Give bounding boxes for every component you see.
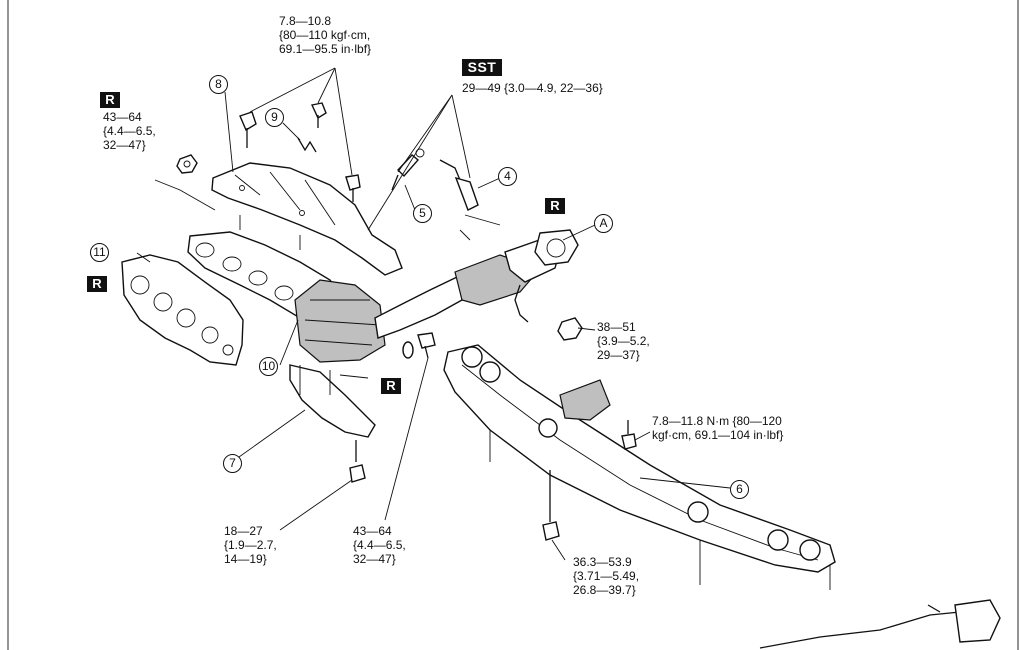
nut-right: [557, 317, 583, 341]
callout-6: 6: [730, 480, 749, 499]
bolt-heat-insulator-2: [310, 102, 327, 128]
callout-5: 5: [413, 204, 432, 223]
front-pipe: [374, 237, 561, 339]
sst-badge: SST: [462, 59, 502, 76]
callout-a: A: [594, 214, 613, 233]
torque-oxygen-sensor: 29—49 {3.0—4.9, 22—36}: [462, 81, 603, 95]
hook-clip: [297, 137, 317, 153]
callout-10: 10: [259, 357, 278, 376]
upper-heat-insulator: [211, 162, 403, 276]
torque-heat-insulator-bolts: 7.8—10.8 {80—110 kgf·cm, 69.1—95.5 in·lb…: [279, 14, 372, 56]
bolt-heat-insulator-3: [345, 174, 361, 202]
callout-9: 9: [265, 108, 284, 127]
torque-lower-insulator-bolt: 18—27 {1.9—2.7, 14—19}: [224, 524, 277, 566]
bolt-front-pipe: [402, 332, 436, 359]
torque-bracket-bolt: 7.8—11.8 N·m {80—120 kgf·cm, 69.1—104 in…: [652, 414, 784, 442]
callout-7: 7: [223, 454, 242, 473]
bolt-heat-insulator-1: [239, 111, 257, 148]
callout-11: 11: [90, 243, 109, 262]
front-pipe-gasket: [534, 229, 579, 266]
front-crossmember: [443, 344, 836, 590]
exhaust-manifold-gasket: [121, 254, 244, 366]
lower-heat-insulator: [289, 364, 376, 438]
torque-nut-left: 43—64 {4.4—6.5, 32—47}: [103, 110, 156, 152]
catalytic-converter-housing: [294, 279, 386, 363]
bolt-bracket: [621, 420, 637, 450]
middle-pipe: [759, 599, 1001, 649]
replace-badge-front-pipe-gasket: R: [545, 198, 565, 214]
bolt-crossmember: [542, 470, 560, 541]
torque-front-pipe-bolt: 43—64 {4.4—6.5, 32—47}: [353, 524, 406, 566]
replace-badge-nut-left: R: [100, 92, 120, 108]
callout-8: 8: [209, 75, 228, 94]
leader-lines: [136, 67, 731, 561]
replace-badge-gasket: R: [87, 276, 107, 292]
nut-left: [176, 154, 198, 174]
callout-4: 4: [498, 167, 517, 186]
torque-crossmember-bolt: 36.3—53.9 {3.71—5.49, 26.8—39.7}: [573, 555, 640, 597]
oxygen-sensor-rear: [439, 159, 479, 211]
replace-badge-washer: R: [381, 378, 401, 394]
torque-right-nut: 38—51 {3.9—5.2, 29—37}: [597, 320, 650, 362]
bolt-lower-insulator: [349, 440, 366, 483]
